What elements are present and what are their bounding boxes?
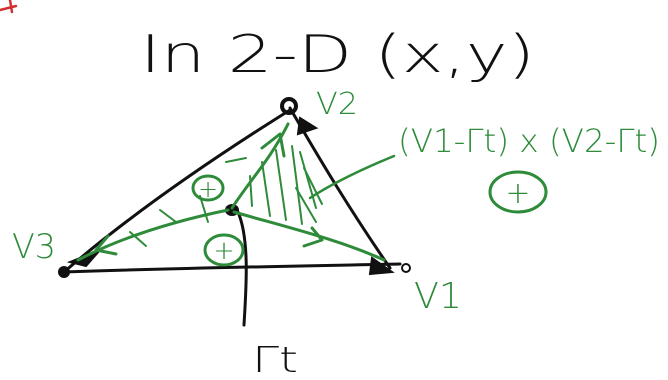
annotation-leader <box>308 154 396 200</box>
label-gamma-t: Γt <box>252 340 298 380</box>
sign-cross: + <box>488 170 548 214</box>
label-v3: V3 <box>12 227 56 267</box>
vector-to-v2-arrowhead <box>260 132 286 158</box>
svg-text:+: + <box>213 236 235 266</box>
vectors <box>76 122 386 262</box>
vector-to-v2 <box>230 122 290 210</box>
vertex-v2-marker <box>280 97 319 136</box>
vector-to-v1 <box>232 210 386 262</box>
hatching <box>129 145 323 247</box>
title: In 2-D (x,y) <box>140 25 535 85</box>
svg-text:+: + <box>505 176 530 211</box>
edge-v3-v2 <box>62 108 292 274</box>
sign-top: + <box>191 174 225 203</box>
vector-to-v1-arrowhead <box>302 226 324 248</box>
pointer-line <box>236 210 248 327</box>
red-mark <box>0 0 18 14</box>
label-v2: V2 <box>316 87 358 122</box>
edge-v3-v1 <box>62 262 402 274</box>
vector-to-v3-arrowhead <box>94 234 118 256</box>
vertex-v1-marker <box>368 256 411 276</box>
label-v1: V1 <box>414 276 462 317</box>
vector-to-v3 <box>76 208 230 262</box>
cross-product-label: (V1-Γt) x (V2-Γt) <box>398 122 660 160</box>
svg-text:+: + <box>198 175 218 203</box>
sign-bottom: + <box>203 233 245 267</box>
vertex-v3-marker <box>58 249 101 278</box>
